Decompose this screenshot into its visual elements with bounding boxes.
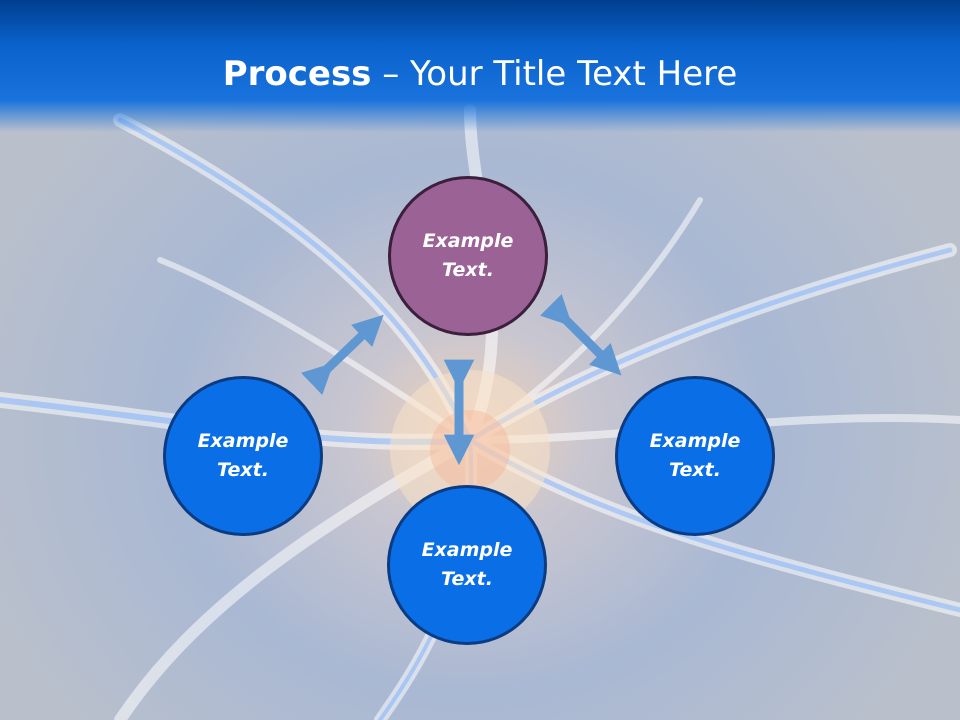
process-step-top[interactable]: Example Text. bbox=[388, 176, 548, 336]
slide-title[interactable]: Process – Your Title Text Here bbox=[0, 52, 960, 96]
arrow-top-right bbox=[539, 293, 622, 376]
arrow-left-top bbox=[301, 314, 384, 396]
title-bold-part: Process bbox=[222, 54, 372, 94]
step-text: Example Text. bbox=[197, 430, 289, 481]
process-step-left[interactable]: Example Text. bbox=[163, 376, 323, 536]
step-text: Example Text. bbox=[422, 230, 514, 281]
process-step-bottom[interactable]: Example Text. bbox=[387, 485, 547, 645]
step-text: Example Text. bbox=[421, 539, 513, 590]
process-step-right[interactable]: Example Text. bbox=[615, 376, 775, 536]
title-regular-part: – Your Title Text Here bbox=[371, 54, 738, 94]
title-bar bbox=[0, 0, 960, 132]
step-text: Example Text. bbox=[649, 430, 741, 481]
